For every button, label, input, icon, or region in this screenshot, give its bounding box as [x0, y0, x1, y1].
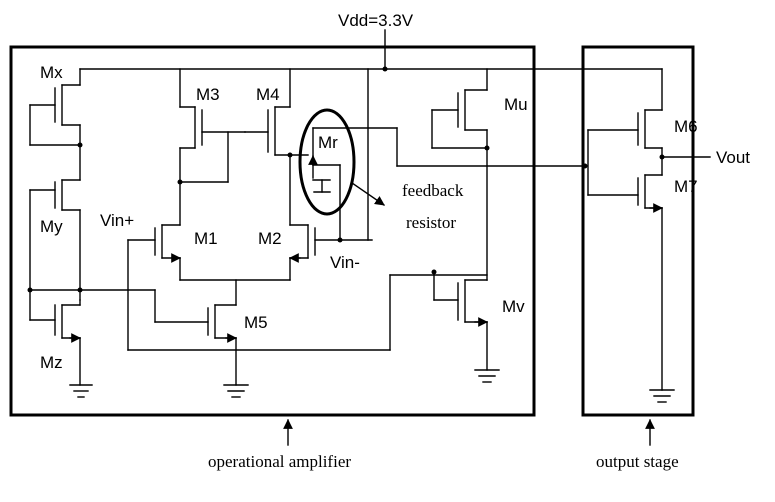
transistor-mz	[29, 289, 156, 398]
op-amp-block	[9, 45, 536, 417]
transistor-m6	[587, 109, 665, 196]
feedback-resistor-label-line: resistor	[406, 213, 456, 232]
output-stage-block	[581, 45, 695, 417]
transistor-m4	[244, 106, 293, 226]
transistor-m7	[587, 174, 675, 403]
feedback-resistor-label: feedback resistor	[402, 181, 468, 232]
output-stage-caption: output stage	[596, 452, 679, 471]
transistor-mx	[29, 84, 83, 181]
label-m4: M4	[256, 85, 280, 104]
transistor-my	[27, 179, 83, 301]
label-vin-plus: Vin+	[100, 211, 134, 230]
label-m5: M5	[244, 313, 268, 332]
label-mu: Mu	[504, 95, 528, 114]
label-mv: Mv	[502, 297, 525, 316]
label-m7: M7	[674, 177, 698, 196]
vdd-rail	[79, 46, 663, 111]
label-mz: Mz	[40, 353, 63, 372]
label-vin-minus: Vin-	[330, 253, 360, 272]
label-my: My	[40, 217, 63, 236]
label-m1: M1	[194, 229, 218, 248]
transistor-mv	[431, 269, 500, 383]
transistor-m5	[154, 289, 249, 398]
transistor-m2	[289, 224, 373, 281]
transistor-mr	[289, 108, 586, 241]
transistor-mu	[431, 89, 490, 281]
label-vout: Vout	[716, 148, 750, 167]
transistor-m3	[177, 106, 246, 226]
vdd-label: Vdd=3.3V	[338, 11, 414, 30]
feedback-resistor-highlight	[298, 108, 356, 216]
label-mx: Mx	[40, 63, 63, 82]
label-m3: M3	[196, 85, 220, 104]
label-m6: M6	[674, 117, 698, 136]
feedback-resistor-label-line: feedback	[402, 181, 464, 200]
transistor-m1	[127, 224, 181, 351]
op-amp-caption: operational amplifier	[208, 452, 351, 471]
label-m2: M2	[258, 229, 282, 248]
label-mr: Mr	[318, 133, 338, 152]
